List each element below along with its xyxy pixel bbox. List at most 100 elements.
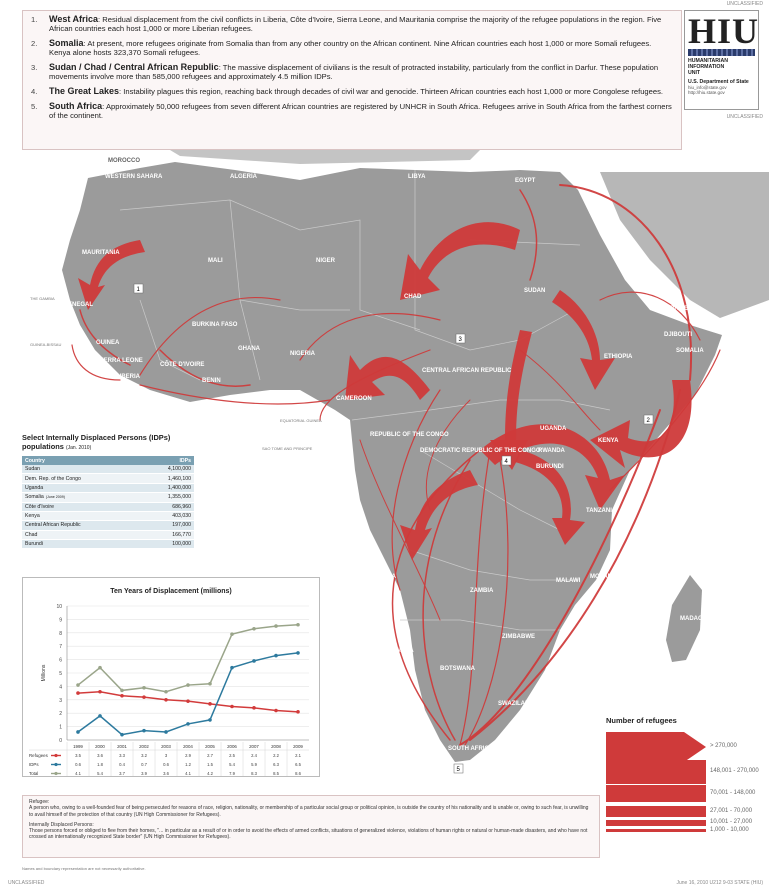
label-eritrea: ERITREA [666,306,693,312]
note-title: Somalia [49,38,84,48]
legend-bar [606,829,706,832]
data-point [98,714,102,718]
note-2: 2.Somalia: At present, more refugees ori… [31,38,673,58]
idp-col-idps: IDPs [139,456,194,465]
label-mali: MALI [208,258,223,264]
europe-landmass [170,150,480,164]
idp-col-country: Country [22,456,140,465]
table-value: 3.3 [119,753,125,758]
table-value: 6.3 [273,762,279,767]
idp-country-cell: Central African Republic [22,520,140,531]
note-number: 2. [31,39,38,48]
label-rwanda: RWANDA [538,448,566,454]
data-point [252,706,256,710]
data-point [142,695,146,699]
legend-label: 1,000 - 10,000 [710,826,749,833]
refugee-def-title: Refugee: [29,799,50,805]
x-tick-label: 2008 [271,744,281,749]
flow-sudan-drc [490,330,532,470]
table-value: 2.1 [295,753,301,758]
bottom-bar: UNCLASSIFIED June 16, 2010 U212 9-03 STA… [8,880,763,886]
idp-country-cell: Dem. Rep. of the Congo [22,473,140,484]
label-cote-divoire: CÔTE D'IVOIRE [160,360,204,368]
data-point [76,691,80,695]
series-name: Total [29,771,38,776]
note-title: Sudan / Chad / Central African Republic [49,62,219,72]
table-value: 8.3 [251,771,257,776]
idp-value: 4,100,000 [139,465,194,475]
marker-5: 5 [457,767,461,773]
label-sao-tome: SAO TOME AND PRINCIPE [262,446,313,451]
hiu-line1: HUMANITARIAN [688,58,728,64]
label-the-gambia: THE GAMBIA [30,296,55,301]
data-point [142,728,146,733]
label-car: CENTRAL AFRICAN REPUBLIC [422,368,512,374]
table-value: 1.8 [97,762,103,767]
africa-map: MOROCCO Western Sahara ALGERIA LIBYA EGY… [0,150,769,800]
series-swatch-dot [54,771,58,776]
label-zimbabwe: ZIMBABWE [502,634,535,640]
note-number: 3. [31,63,38,72]
idp-value: 1,460,100 [139,473,194,484]
label-morocco: MOROCCO [108,158,140,164]
data-point [208,718,212,722]
legend-title: Number of refugees [606,716,677,725]
label-benin: BENIN [202,378,221,384]
label-mozambique: MOZAMBIQUE [590,574,632,580]
idp-title-text: Select Internally Displaced Persons (IDP… [22,433,171,451]
label-western-sahara: Western Sahara [105,174,163,180]
data-point [76,683,80,687]
data-point [274,653,278,658]
marker-3: 3 [459,337,463,343]
hiu-logo-block: HIU HUMANITARIAN INFORMATION UNIT U.S. D… [684,10,759,110]
note-title: South Africa [49,101,103,111]
label-malawi: MALAWI [556,578,581,584]
marker-box-1 [133,283,144,294]
idp-country: Uganda [25,484,44,491]
table-value: 2.9 [185,753,191,758]
chart-title: Ten Years of Displacement (millions) [110,588,232,595]
y-tick-label: 10 [56,604,62,610]
y-tick-label: 0 [59,738,62,744]
flow-sudan-chad [400,222,520,300]
x-tick-label: 2009 [293,744,303,749]
idp-country: Dem. Rep. of the Congo [25,475,81,482]
flow-arrows [78,222,692,560]
data-point [252,659,256,663]
label-sudan: SUDAN [524,288,545,294]
data-point [296,651,300,655]
bottom-date-code: June 16, 2010 U212 9-03 STATE (HIU) [676,880,763,886]
hiu-line3: UNIT [688,70,701,76]
table-value: 3.5 [75,753,81,758]
data-point [230,665,234,670]
label-guinea-bissau: GUINEA-BISSAU [30,342,61,347]
table-value: 5.4 [97,771,103,776]
country-labels: MOROCCO Western Sahara ALGERIA LIBYA EGY… [30,158,725,752]
label-algeria: ALGERIA [230,174,258,180]
label-gabon: GABON [328,430,350,436]
map-svg: MOROCCO Western Sahara ALGERIA LIBYA EGY… [30,150,769,774]
series-swatch-dot [54,753,58,758]
top-classification-label: UNCLASSIFIED [726,1,763,7]
data-point [296,710,300,714]
idp-country: Côte d'Ivoire [25,503,54,510]
data-point [186,722,190,726]
idp-def-text: Those persons forced or obliged to flee … [29,828,588,841]
label-liberia: LIBERIA [116,374,141,380]
y-tick-label: 7 [59,644,62,650]
y-tick-label: 8 [59,631,62,637]
idp-country-cell: Kenya [22,511,140,522]
marker-box-5 [453,763,464,774]
flow-sudan-ethiopia [552,290,615,390]
data-point [274,708,278,713]
idp-country-note: (June 2009) [45,495,65,500]
data-point [98,689,102,694]
refugee-def-text: A person who, owing to a well-founded fe… [29,805,589,818]
notes-box: 1.West Africa: Residual displacement fro… [22,10,682,150]
idp-def-title: Internally Displaced Persons: [29,821,94,828]
label-niger: NIGER [316,258,336,264]
x-tick-label: 2003 [161,744,171,749]
